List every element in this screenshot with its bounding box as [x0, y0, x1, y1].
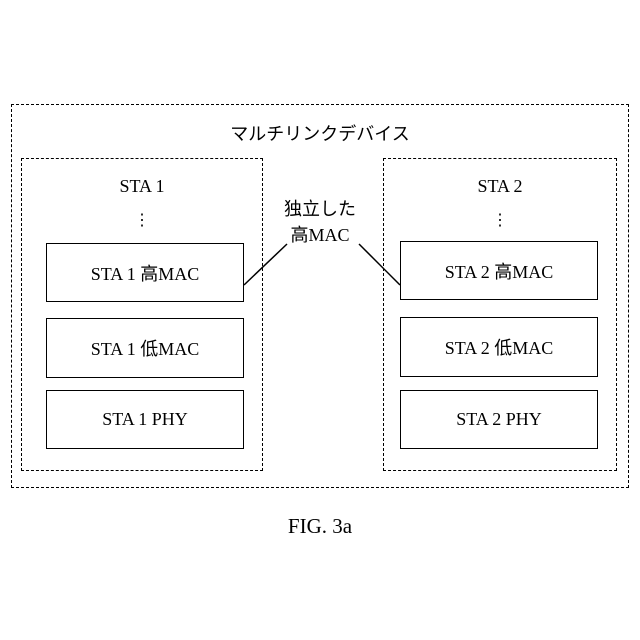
figure-caption: FIG. 3a: [0, 514, 640, 539]
leader-line-sta1: [244, 244, 287, 285]
leader-line-sta2: [359, 244, 400, 285]
